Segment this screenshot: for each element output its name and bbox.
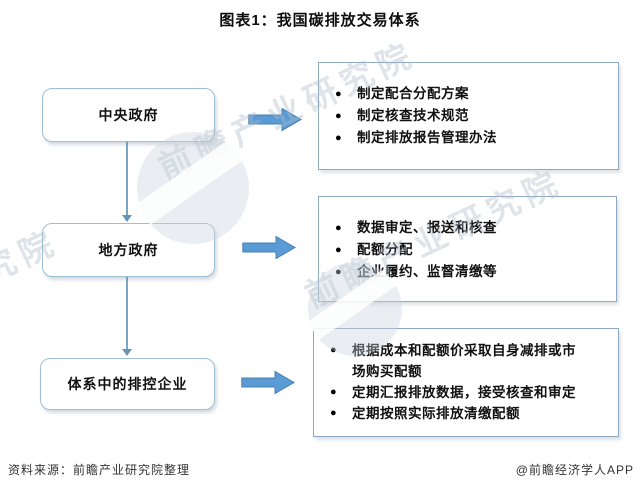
watermark-text: 前瞻产业研究院 bbox=[0, 222, 65, 375]
right-arrow-icon bbox=[241, 370, 295, 395]
task-box-central-government: 制定配合分配方案 制定核查技术规范 制定排放报告管理办法 bbox=[318, 62, 619, 170]
actor-box-regulated-enterprises: 体系中的排控企业 bbox=[40, 358, 215, 410]
right-arrow-icon bbox=[242, 235, 296, 260]
actor-label-central-government: 中央政府 bbox=[98, 107, 159, 123]
task-item: 根据成本和配额价采取自身减排或市场购买配额 bbox=[330, 340, 584, 382]
task-list-regulated-enterprises: 根据成本和配额价采取自身减排或市场购买配额 定期汇报排放数据，接受核查和审定 定… bbox=[314, 329, 618, 424]
figure-title: 图表1：我国碳排放交易体系 bbox=[219, 12, 421, 29]
task-item: 数据审定、报送和核查 bbox=[335, 217, 596, 239]
actor-label-local-government: 地方政府 bbox=[98, 242, 159, 258]
task-item: 定期按照实际排放清缴配额 bbox=[330, 403, 584, 424]
task-box-regulated-enterprises: 根据成本和配额价采取自身减排或市场购买配额 定期汇报排放数据，接受核查和审定 定… bbox=[313, 328, 619, 437]
task-list-local-government: 数据审定、报送和核查 配额分配 企业履约、监督清缴等 bbox=[319, 197, 616, 283]
source-note: 资料来源：前瞻产业研究院整理 bbox=[8, 463, 191, 477]
connector-line-2 bbox=[126, 275, 128, 351]
task-item: 企业履约、监督清缴等 bbox=[335, 261, 596, 283]
task-item: 制定配合分配方案 bbox=[335, 83, 598, 105]
task-box-local-government: 数据审定、报送和核查 配额分配 企业履约、监督清缴等 bbox=[318, 196, 617, 302]
task-item: 定期汇报排放数据，接受核查和审定 bbox=[330, 382, 584, 403]
right-arrow-icon bbox=[248, 107, 302, 132]
connector-line-1 bbox=[126, 140, 128, 221]
task-item: 制定排放报告管理办法 bbox=[335, 127, 598, 149]
task-list-central-government: 制定配合分配方案 制定核查技术规范 制定排放报告管理办法 bbox=[319, 63, 618, 149]
task-item: 制定核查技术规范 bbox=[335, 105, 598, 127]
credit-note: @前瞻经济学人APP bbox=[515, 463, 634, 477]
down-arrowhead-icon bbox=[122, 349, 132, 356]
actor-box-central-government: 中央政府 bbox=[42, 88, 215, 142]
actor-label-regulated-enterprises: 体系中的排控企业 bbox=[67, 376, 188, 392]
down-arrowhead-icon bbox=[122, 215, 132, 222]
task-item: 配额分配 bbox=[335, 239, 596, 261]
actor-box-local-government: 地方政府 bbox=[42, 223, 215, 277]
